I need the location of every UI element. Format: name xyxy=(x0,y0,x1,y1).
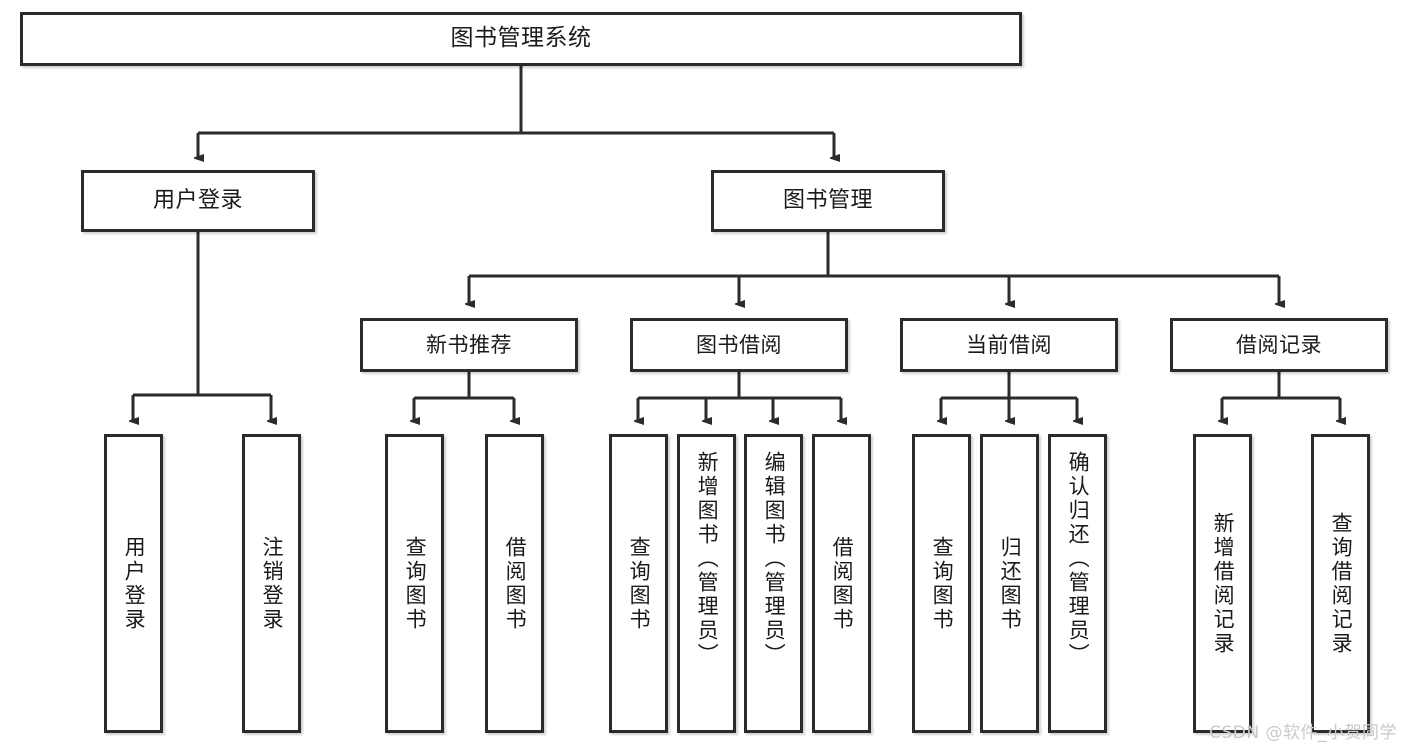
node-borrow-record-label: 借阅记录 xyxy=(1236,332,1322,357)
leaf-user-login-signout[interactable]: 注销登录 xyxy=(242,434,301,733)
leaf-borrow-edit-book-label: 编辑图书（管理员） xyxy=(762,451,787,667)
leaf-user-login-signin-label: 用户登录 xyxy=(122,535,147,632)
leaf-user-login-signin[interactable]: 用户登录 xyxy=(104,434,163,733)
node-current-borrow-label: 当前借阅 xyxy=(966,332,1052,357)
leaf-current-confirm-return[interactable]: 确认归还（管理员） xyxy=(1048,434,1107,733)
leaf-record-query-record[interactable]: 查询借阅记录 xyxy=(1311,434,1370,733)
leaf-borrow-borrow-book-label: 借阅图书 xyxy=(830,535,855,632)
leaf-current-return-book-label: 归还图书 xyxy=(998,535,1023,632)
leaf-current-query-book-label: 查询图书 xyxy=(930,535,955,632)
node-new-book-recommend-label: 新书推荐 xyxy=(426,332,512,357)
watermark-text: CSDN @软件_小贺同学 xyxy=(1209,723,1397,743)
leaf-current-query-book[interactable]: 查询图书 xyxy=(912,434,971,733)
leaf-borrow-edit-book[interactable]: 编辑图书（管理员） xyxy=(744,434,803,733)
leaf-borrow-borrow-book[interactable]: 借阅图书 xyxy=(812,434,871,733)
leaf-borrow-query-book[interactable]: 查询图书 xyxy=(609,434,668,733)
leaf-record-add-record-label: 新增借阅记录 xyxy=(1211,511,1236,656)
node-borrow-record[interactable]: 借阅记录 xyxy=(1170,318,1388,372)
node-root[interactable]: 图书管理系统 xyxy=(20,12,1022,66)
leaf-recommend-borrow-book[interactable]: 借阅图书 xyxy=(485,434,544,733)
leaf-borrow-add-book-label: 新增图书（管理员） xyxy=(695,451,720,667)
leaf-recommend-query-book-label: 查询图书 xyxy=(403,535,428,632)
leaf-recommend-query-book[interactable]: 查询图书 xyxy=(385,434,444,733)
leaf-borrow-add-book[interactable]: 新增图书（管理员） xyxy=(677,434,736,733)
node-book-management-label: 图书管理 xyxy=(782,188,873,214)
node-new-book-recommend[interactable]: 新书推荐 xyxy=(360,318,578,372)
leaf-record-add-record[interactable]: 新增借阅记录 xyxy=(1193,434,1252,733)
node-root-label: 图书管理系统 xyxy=(450,25,592,52)
node-user-login[interactable]: 用户登录 xyxy=(81,170,315,232)
leaf-user-login-signout-label: 注销登录 xyxy=(260,535,285,632)
node-user-login-label: 用户登录 xyxy=(152,188,243,214)
leaf-record-query-record-label: 查询借阅记录 xyxy=(1329,511,1354,656)
leaf-recommend-borrow-book-label: 借阅图书 xyxy=(503,535,528,632)
node-book-borrow[interactable]: 图书借阅 xyxy=(630,318,848,372)
node-current-borrow[interactable]: 当前借阅 xyxy=(900,318,1118,372)
leaf-current-confirm-return-label: 确认归还（管理员） xyxy=(1066,451,1091,667)
node-book-management[interactable]: 图书管理 xyxy=(711,170,945,232)
leaf-current-return-book[interactable]: 归还图书 xyxy=(980,434,1039,733)
leaf-borrow-query-book-label: 查询图书 xyxy=(627,535,652,632)
node-book-borrow-label: 图书借阅 xyxy=(696,332,782,357)
